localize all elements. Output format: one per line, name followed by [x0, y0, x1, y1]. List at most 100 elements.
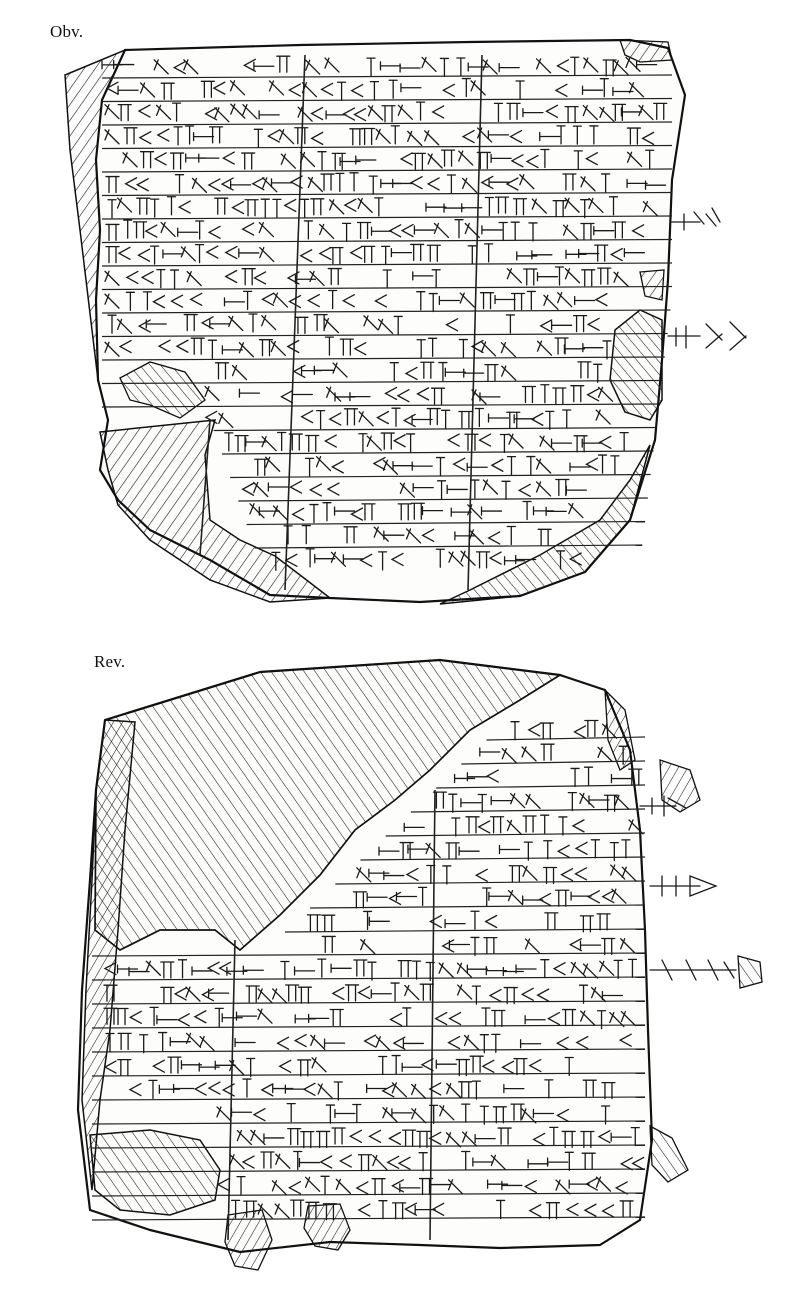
cuneiform-sign — [205, 245, 219, 259]
cuneiform-sign — [474, 407, 484, 428]
cuneiform-sign — [506, 819, 523, 836]
cuneiform-sign — [265, 456, 281, 472]
cuneiform-sign — [597, 267, 612, 285]
ruling-line — [101, 332, 668, 338]
cuneiform-sign — [317, 151, 327, 171]
cuneiform-sign — [564, 1151, 574, 1171]
cuneiform-sign — [481, 225, 503, 235]
cuneiform-sign — [380, 432, 395, 450]
cuneiform-sign — [160, 986, 175, 1005]
cuneiform-sign — [515, 80, 525, 100]
cuneiform-sign — [150, 198, 160, 218]
cuneiform-sign — [228, 315, 244, 332]
cuneiform-sign — [362, 910, 373, 931]
cuneiform-sign — [391, 1202, 407, 1220]
cuneiform-sign — [539, 319, 553, 333]
cuneiform-sign — [621, 839, 631, 859]
cuneiform-sign — [561, 1130, 576, 1149]
cuneiform-sign — [302, 1082, 316, 1096]
obverse-tablet-drawing — [64, 38, 747, 605]
cuneiform-sign — [241, 222, 255, 236]
cuneiform-sign — [516, 251, 538, 261]
cuneiform-sign — [104, 129, 120, 145]
cuneiform-sign — [601, 723, 618, 739]
ruling-line — [335, 880, 646, 885]
cuneiform-sign — [579, 792, 595, 809]
ruling-line — [101, 168, 673, 173]
ruling-line — [91, 976, 646, 981]
cuneiform-sign — [397, 503, 412, 521]
cuneiform-sign — [148, 1079, 158, 1100]
cuneiform-sign — [565, 1202, 579, 1217]
cuneiform-sign — [230, 1199, 241, 1220]
cuneiform-sign — [390, 982, 400, 1002]
cuneiform-sign — [358, 411, 374, 427]
cuneiform-sign — [307, 1013, 330, 1023]
cuneiform-sign — [460, 798, 482, 808]
cuneiform-sign — [326, 482, 340, 496]
cuneiform-sign — [521, 385, 537, 404]
cuneiform-sign — [368, 868, 390, 878]
cuneiform-sign — [367, 961, 377, 981]
cuneiform-sign — [297, 1059, 312, 1077]
cuneiform-sign — [584, 152, 599, 166]
cuneiform-sign — [242, 104, 258, 120]
cuneiform-sign — [368, 916, 390, 926]
cuneiform-sign — [349, 172, 359, 192]
cuneiform-sign — [499, 433, 510, 454]
cuneiform-sign — [463, 368, 485, 378]
cuneiform-sign — [399, 841, 414, 860]
cuneiform-sign — [338, 1154, 352, 1168]
cuneiform-sign — [270, 340, 286, 357]
cuneiform-sign — [183, 313, 198, 332]
cuneiform-sign — [139, 82, 156, 98]
cuneiform-sign — [173, 126, 183, 146]
cuneiform-sign — [376, 410, 390, 425]
ruling-line — [101, 309, 671, 314]
cuneiform-sign — [445, 842, 460, 860]
cuneiform-sign — [563, 344, 586, 354]
cuneiform-sign — [221, 1013, 243, 1023]
cuneiform-sign — [363, 315, 379, 331]
cuneiform-sign — [520, 987, 534, 1001]
cuneiform-sign — [583, 1203, 597, 1217]
cuneiform-sign — [575, 1035, 589, 1050]
cuneiform-sign — [515, 554, 537, 565]
cuneiform-sign — [361, 503, 376, 521]
cuneiform-sign — [570, 385, 585, 403]
cuneiform-sign — [482, 479, 499, 495]
cuneiform-sign — [601, 990, 624, 1001]
cuneiform-sign — [400, 83, 422, 93]
cuneiform-sign — [207, 178, 221, 192]
cuneiform-sign — [595, 1176, 612, 1192]
cuneiform-sign — [207, 225, 221, 240]
cuneiform-sign — [404, 366, 418, 381]
cuneiform-sign — [433, 222, 450, 239]
cuneiform-sign — [446, 484, 468, 495]
cuneiform-sign — [142, 291, 153, 311]
cuneiform-sign — [396, 389, 410, 403]
cuneiform-sign — [477, 793, 487, 814]
cuneiform-sign — [260, 198, 270, 218]
cuneiform-sign — [258, 221, 274, 238]
cuneiform-sign — [435, 456, 446, 477]
cuneiform-sign — [117, 246, 131, 260]
obverse-bottom-right-break — [439, 444, 651, 605]
cuneiform-sign — [195, 220, 205, 240]
cuneiform-sign — [276, 1036, 290, 1050]
cuneiform-sign — [317, 1083, 333, 1099]
cuneiform-sign — [590, 839, 601, 859]
cuneiform-sign — [600, 1105, 611, 1125]
ruling-line — [246, 520, 646, 526]
cuneiform-sign — [313, 365, 335, 375]
cuneiform-sign — [257, 988, 273, 1004]
cuneiform-sign — [512, 198, 528, 216]
cuneiform-sign — [258, 339, 274, 357]
ruling-line — [486, 736, 646, 741]
cuneiform-sign — [421, 506, 444, 516]
cuneiform-sign — [461, 77, 471, 98]
cuneiform-sign — [484, 196, 495, 217]
cuneiform-sign — [490, 458, 504, 472]
cuneiform-sign — [297, 986, 313, 1004]
cuneiform-sign — [543, 294, 559, 310]
